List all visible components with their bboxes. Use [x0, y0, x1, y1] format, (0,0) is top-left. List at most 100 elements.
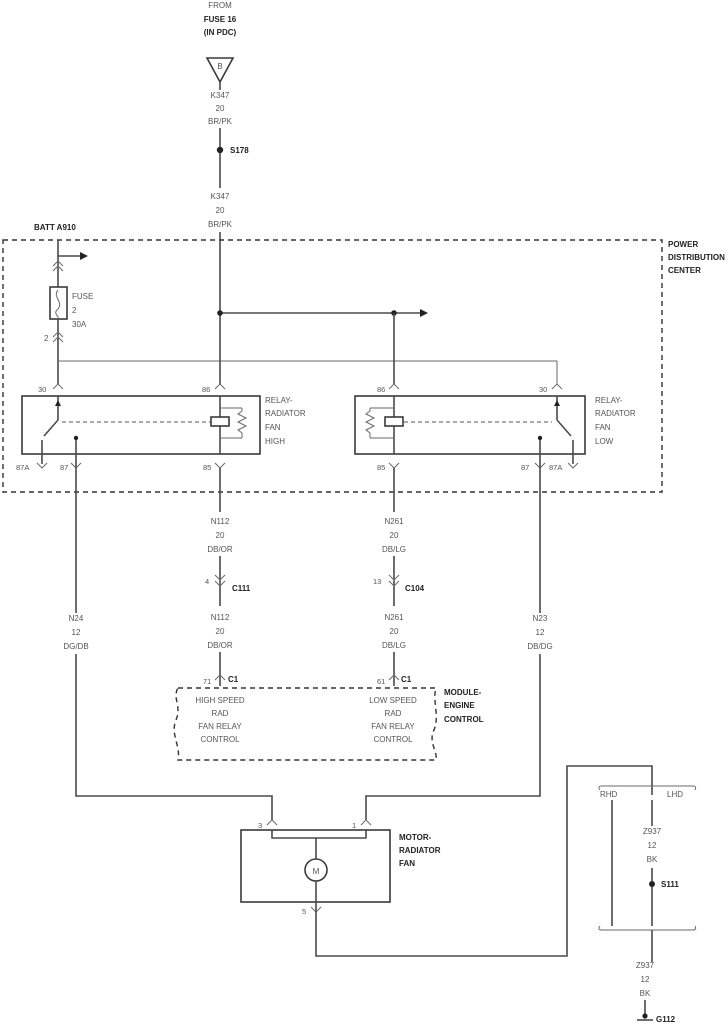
n261-top-color: DB/LG — [382, 545, 406, 554]
n24-circuit: N24 — [69, 614, 84, 623]
rhd-label: RHD — [600, 790, 618, 799]
ground-id: G112 — [656, 1015, 676, 1024]
splice-s178-dot — [216, 146, 224, 154]
relay-high-pin30: 30 — [38, 385, 46, 394]
pin-chevron — [214, 674, 226, 681]
in-pdc-text: (IN PDC) — [204, 28, 237, 37]
coil-body — [384, 416, 404, 427]
coil-resistor — [364, 408, 376, 438]
arrow-right-icon — [420, 309, 428, 317]
pin-chevron — [214, 383, 226, 390]
switch-blade — [43, 419, 59, 437]
wire-motor-ground — [315, 765, 653, 957]
n261-top-gauge: 20 — [390, 531, 399, 540]
pcm-low-line4: CONTROL — [373, 735, 413, 744]
motor-pin-bottom: 5 — [302, 907, 306, 916]
k347-top-color: BR/PK — [208, 117, 233, 126]
connector-chevron — [388, 574, 400, 581]
pin-chevron — [360, 819, 372, 826]
pin-chevron — [388, 674, 400, 681]
relay-high-pin85: 85 — [203, 463, 211, 472]
z937-bottom-color: BK — [640, 989, 651, 998]
motor-label-line1: MOTOR- — [399, 833, 432, 842]
k347-bottom-gauge: 20 — [216, 206, 225, 215]
pcm-low-line3: FAN RELAY — [371, 722, 415, 731]
fuse-rating: 30A — [72, 320, 87, 329]
n261-bottom-circuit: N261 — [384, 613, 404, 622]
motor-internal-wire — [271, 830, 367, 839]
pcm-pin-low: 61 — [377, 677, 385, 686]
relay-low-pin87: 87 — [521, 463, 529, 472]
n112-bottom-color: DB/OR — [207, 641, 233, 650]
contact-87-dot — [73, 435, 79, 441]
coil-resistor — [236, 408, 248, 438]
junction-dot — [217, 310, 223, 316]
motor-symbol-letter: M — [313, 867, 320, 876]
n261-bottom-gauge: 20 — [390, 627, 399, 636]
relay-low-label3: FAN — [595, 423, 611, 432]
fuse-label: FUSE — [72, 292, 93, 301]
pcm-connector-high: C1 — [228, 675, 239, 684]
pcm-label-line2: ENGINE — [444, 701, 475, 710]
relay-low-label1: RELAY- — [595, 396, 623, 405]
relay-high — [21, 395, 261, 455]
pcm-high-line2: RAD — [212, 709, 229, 718]
relay-low-pin30: 30 — [539, 385, 547, 394]
n261-bottom-color: DB/LG — [382, 641, 406, 650]
relay-low-pin87a: 87A — [549, 463, 562, 472]
connector-chevron — [52, 260, 64, 267]
relay-low — [354, 395, 586, 455]
relay-high-label4: HIGH — [265, 437, 285, 446]
wire-n23-lower — [365, 654, 541, 820]
lhd-label: LHD — [667, 790, 683, 799]
arrow-right-icon — [80, 252, 88, 260]
motor-pin-right: 1 — [352, 821, 356, 830]
c104-pin: 13 — [373, 577, 381, 586]
motor-radiator-fan: 3 1 M — [240, 819, 391, 903]
wire-n24-lower — [75, 654, 273, 820]
relay-low-label2: RADIATOR — [595, 409, 636, 418]
pin-chevron — [52, 383, 64, 390]
fuse-pin: 2 — [44, 334, 49, 343]
pcm-label-line1: MODULE- — [444, 688, 482, 697]
n23-circuit: N23 — [533, 614, 548, 623]
connector-chevron — [214, 574, 226, 581]
relay-high-label2: RADIATOR — [265, 409, 306, 418]
relay-high-label1: RELAY- — [265, 396, 293, 405]
connector-b-triangle — [205, 57, 235, 84]
pin-chevron — [266, 819, 278, 826]
connector-chevron — [52, 265, 64, 272]
pcm-low-line1: LOW SPEED — [369, 696, 417, 705]
n112-top-gauge: 20 — [216, 531, 225, 540]
splice-s111-dot — [649, 881, 655, 887]
pcm-label-line3: CONTROL — [444, 715, 484, 724]
fuse-element — [55, 289, 61, 320]
arrow-up-icon — [554, 400, 560, 406]
pcm-low-line2: RAD — [385, 709, 402, 718]
pin-chevron — [551, 383, 563, 390]
k347-bottom-circuit: K347 — [211, 192, 230, 201]
n112-bottom-gauge: 20 — [216, 627, 225, 636]
contact-87-dot — [537, 435, 543, 441]
z937-top-color: BK — [647, 855, 658, 864]
pcm-high-line4: CONTROL — [200, 735, 240, 744]
relay-low-pin86: 86 — [377, 385, 385, 394]
fuse-body — [49, 286, 68, 320]
pcm-high-line1: HIGH SPEED — [195, 696, 245, 705]
n24-gauge: 12 — [72, 628, 81, 637]
relay-high-pin87: 87 — [60, 463, 68, 472]
connector-b-letter: B — [217, 62, 222, 71]
connector-chevron — [52, 331, 64, 338]
motor-label-line3: FAN — [399, 859, 415, 868]
pdc-border — [2, 239, 663, 493]
pcm-border — [173, 687, 437, 761]
k347-bottom-color: BR/PK — [208, 220, 233, 229]
from-text: FROM — [208, 1, 232, 10]
pcm-connector-low: C1 — [401, 675, 412, 684]
k347-top-gauge: 20 — [216, 104, 225, 113]
connector-chevron — [214, 580, 226, 587]
n112-top-color: DB/OR — [207, 545, 233, 554]
pdc-label-line3: CENTER — [668, 266, 701, 275]
connector-chevron — [388, 580, 400, 587]
